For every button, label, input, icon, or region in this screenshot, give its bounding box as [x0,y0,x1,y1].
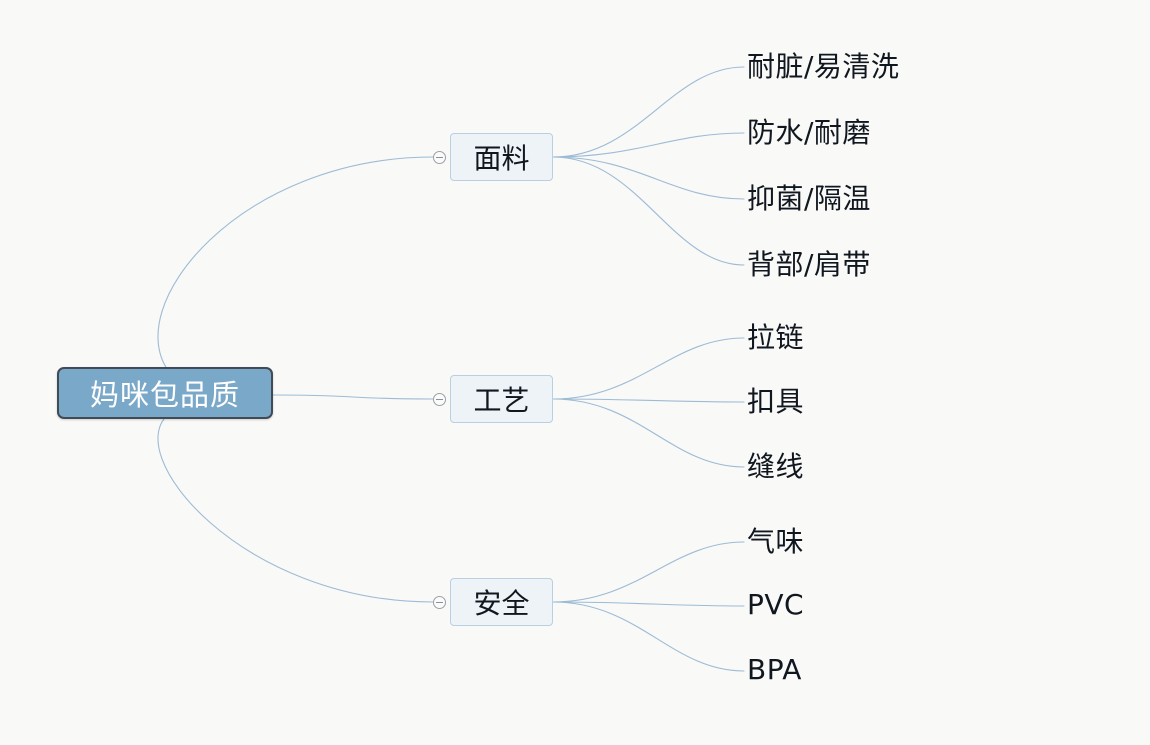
leaf-node-label: 耐脏/易清洗 [747,50,900,83]
branch-node-label: 工艺 [473,384,530,417]
edge-branch-to-leaf [552,337,745,400]
edge-root-to-branch [157,156,434,374]
leaf-node[interactable]: 防水/耐磨 [747,111,871,151]
leaf-node-label: 扣具 [747,385,805,418]
collapse-toggle-icon[interactable] [433,150,446,164]
edge-branch-to-leaf [552,398,745,403]
edge-branch-to-leaf [552,541,745,603]
leaf-node[interactable]: 拉链 [747,316,804,356]
leaf-node[interactable]: 缝线 [747,445,804,485]
leaf-node[interactable]: 背部/肩带 [747,243,871,283]
branch-node-label: 安全 [473,587,530,620]
leaf-node-label: BPA [747,652,802,686]
leaf-node-label: 抑菌/隔温 [747,182,871,215]
edge-branch-to-leaf [552,156,745,200]
branch-node-label: 面料 [473,142,530,175]
edge-branch-to-leaf [552,398,745,468]
root-node-label: 妈咪包品质 [89,378,240,412]
leaf-node-label: 气味 [747,525,805,558]
root-node[interactable]: 妈咪包品质 [57,367,273,419]
edge-branch-to-leaf [552,132,745,158]
leaf-node-label: PVC [747,587,805,621]
collapse-toggle-icon[interactable] [433,595,446,609]
leaf-node[interactable]: PVC [747,584,804,624]
edge-branch-to-leaf [552,66,745,158]
branch-node-gongyi[interactable]: 工艺 [450,375,553,423]
leaf-node-label: 防水/耐磨 [747,116,871,149]
leaf-node-label: 背部/肩带 [747,248,871,281]
leaf-node[interactable]: 气味 [747,520,804,560]
leaf-node-label: 缝线 [747,450,805,483]
branch-node-anquan[interactable]: 安全 [450,578,553,626]
leaf-node[interactable]: BPA [747,649,802,689]
edge-root-to-branch [157,412,434,603]
leaf-node[interactable]: 抑菌/隔温 [747,177,871,217]
branch-node-mianliao[interactable]: 面料 [450,133,553,181]
leaf-node[interactable]: 耐脏/易清洗 [747,45,899,85]
leaf-node-label: 拉链 [747,321,805,354]
edge-branch-to-leaf [552,601,745,672]
edge-branch-to-leaf [552,601,745,607]
collapse-toggle-icon[interactable] [433,392,446,406]
edge-branch-to-leaf [552,156,745,266]
leaf-node[interactable]: 扣具 [747,380,804,420]
edge-root-to-branch [272,394,434,400]
